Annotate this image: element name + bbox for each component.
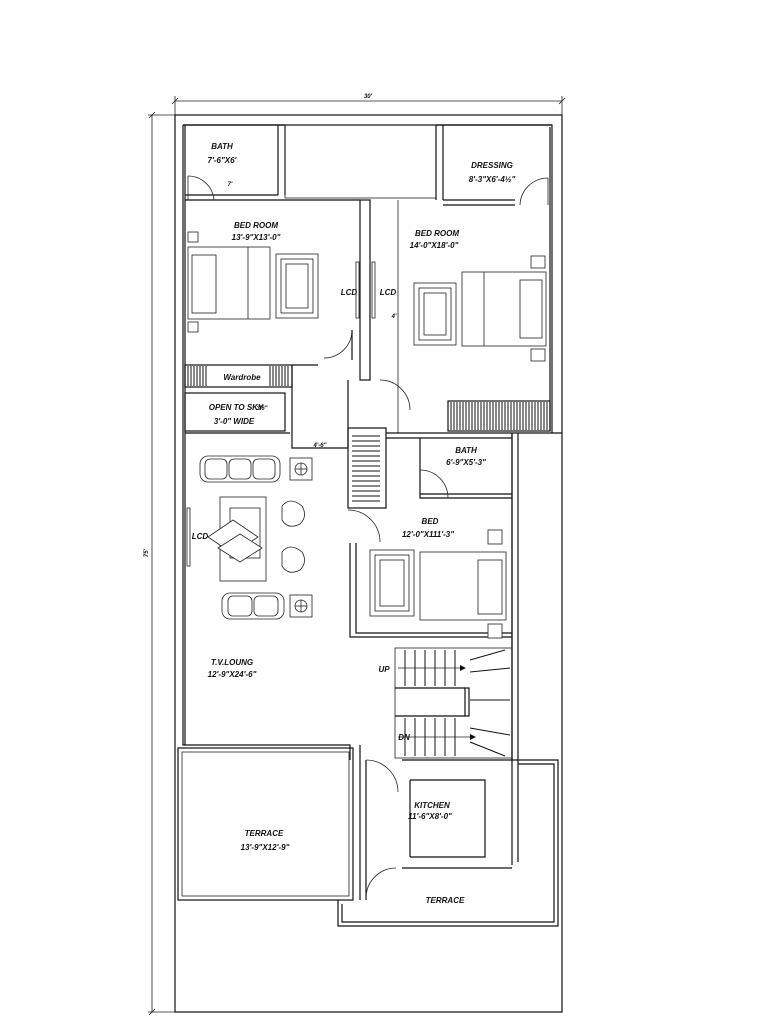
wardrobe-label: Wardrobe — [223, 373, 261, 382]
terrace-bottom-name: TERRACE — [426, 896, 465, 905]
coffee-table — [207, 496, 267, 582]
dimension-lines — [148, 96, 566, 1016]
terrace-left-name: TERRACE — [245, 829, 284, 838]
bed-mid-name: BED — [422, 517, 439, 526]
plot-boundary — [174, 114, 563, 1013]
tv-lounge-name: T.V.LOUNG — [211, 658, 253, 667]
bedroom-left-name: BED ROOM — [234, 221, 278, 230]
rug-left — [275, 253, 319, 319]
lcd-left — [355, 261, 360, 319]
dim-7-label: 7' — [228, 182, 233, 188]
open-to-sky-name: OPEN TO SKY — [209, 403, 264, 412]
armchairs — [281, 500, 305, 573]
bed-mid-size: 12'-0"X111'-3" — [402, 530, 454, 539]
open-to-sky-size: 3'-0" WIDE — [214, 417, 255, 426]
bath-mid-name: BATH — [455, 446, 477, 455]
stair-block-mid — [347, 427, 512, 509]
dim-4-6-label: 4'-6" — [313, 443, 327, 449]
bath-top-walls — [185, 175, 360, 201]
staircase — [394, 647, 513, 759]
dressing-name: DRESSING — [471, 161, 513, 170]
door-swing-right-bedroom — [379, 379, 411, 411]
rug-right — [413, 282, 457, 346]
passage-walls — [184, 364, 349, 449]
dressing-walls — [443, 177, 549, 206]
lcd-right-label: LCD — [380, 288, 397, 297]
bath-mid-size: 6'-9"X5'-3" — [446, 458, 486, 467]
terrace-bottom-walls — [337, 759, 559, 927]
bath-top-size: 7'-6"X6' — [208, 156, 238, 165]
lcd-lounge-label: LCD — [192, 532, 209, 541]
dim-top-label: 30' — [364, 94, 373, 100]
lcd-right — [371, 261, 376, 319]
bed-right — [461, 255, 547, 362]
central-partition — [323, 199, 399, 433]
bed-left — [187, 231, 271, 333]
bath-top-name: BATH — [211, 142, 233, 151]
lcd-left-label: LCD — [341, 288, 358, 297]
bedroom-left-size: 13'-9"X13'-0" — [232, 233, 281, 242]
terrace-left-walls — [177, 747, 354, 901]
dim-side-label: 75' — [144, 548, 150, 557]
dim-side-small: 4' — [391, 314, 397, 320]
bedroom-right-size: 14'-0"X18'-0" — [410, 241, 459, 250]
side-table-top — [289, 457, 313, 481]
bed-mid — [419, 529, 507, 639]
stairs-up-label: UP — [378, 665, 390, 674]
rug-mid — [369, 549, 415, 617]
dim-v-label: 3'6" — [257, 406, 268, 412]
dressing-size: 8'-3"X6'-4½" — [469, 175, 516, 184]
sofa-bottom — [221, 592, 285, 620]
kitchen-walls — [359, 745, 513, 900]
wardrobe-right — [447, 400, 551, 432]
side-table-bottom — [289, 594, 313, 618]
terrace-left-size: 13'-9"X12'-9" — [241, 843, 290, 852]
bed-mid-walls — [347, 509, 512, 638]
lcd-lounge — [186, 507, 191, 567]
bedroom-right-name: BED ROOM — [415, 229, 459, 238]
kitchen-name: KITCHEN — [414, 801, 450, 810]
sofa-top — [199, 455, 281, 483]
kitchen-size: 11'-6"X8'-0" — [408, 812, 452, 821]
bath-mid-walls — [419, 438, 512, 499]
top-void — [277, 124, 444, 200]
tv-lounge-size: 12'-9"X24'-6" — [208, 670, 257, 679]
stairs-dn-label: DN — [398, 733, 410, 742]
